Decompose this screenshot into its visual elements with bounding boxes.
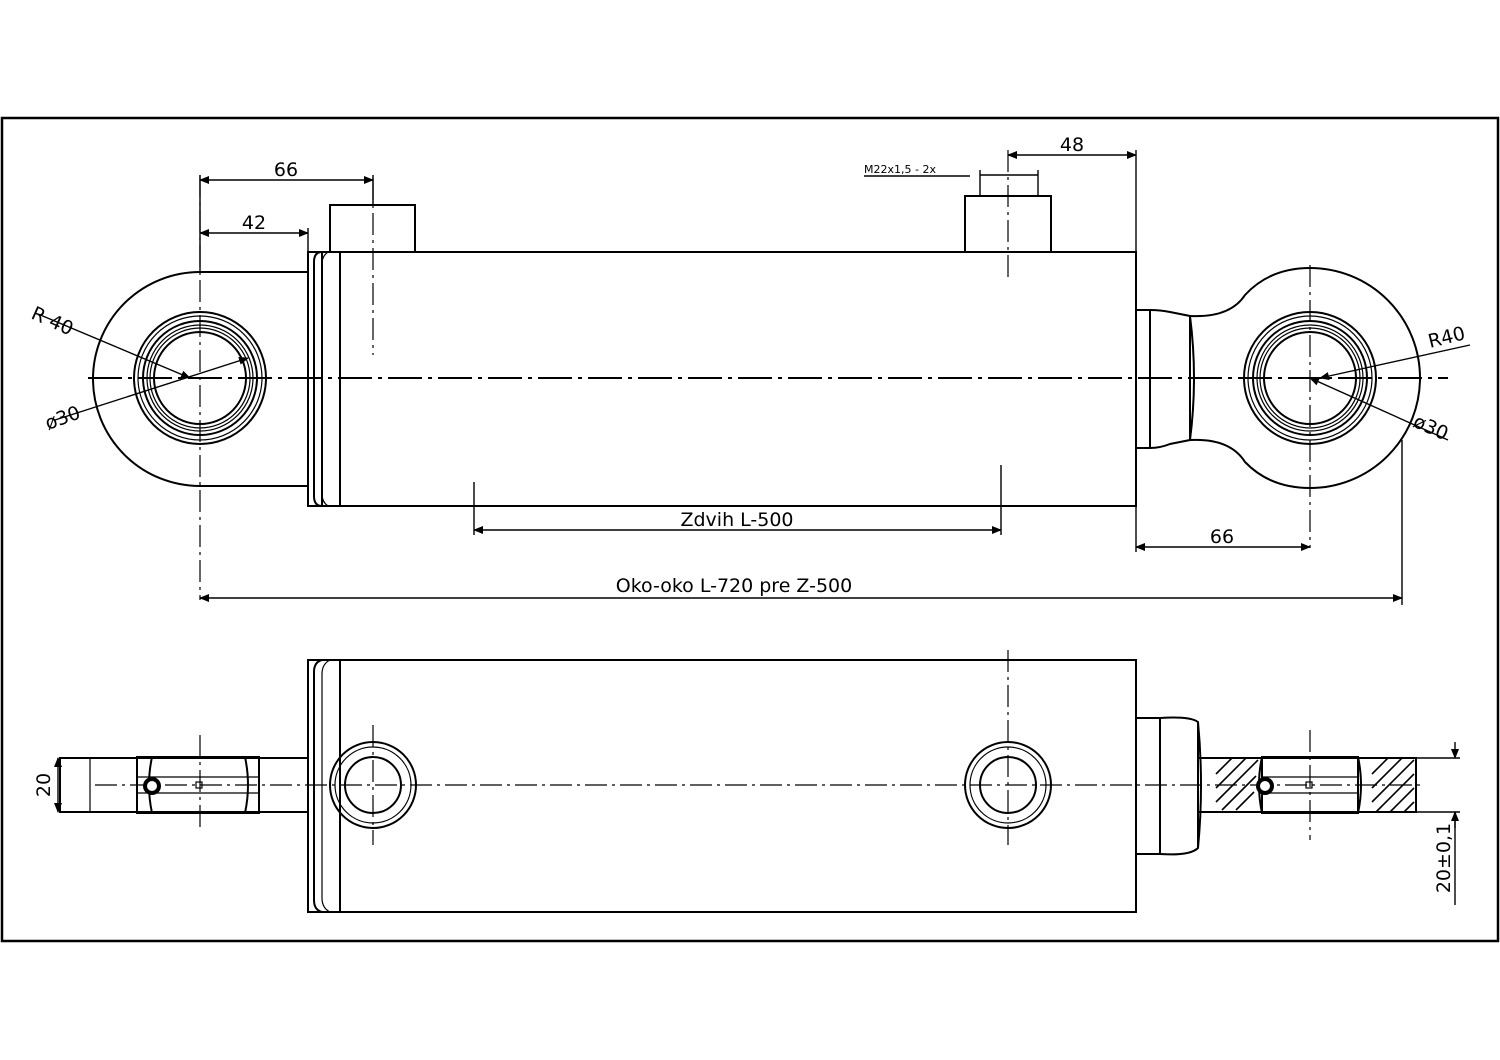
top-view: 66 42 48 M22x1,5 - 2x R 40 ø30 (28, 134, 1471, 605)
dim-stroke: Zdvih L-500 (473, 465, 1002, 535)
dim-66-rod: 66 (1135, 506, 1311, 552)
dim-20-right: 20±0,1 (1416, 742, 1460, 905)
section-hatch-right (1371, 757, 1415, 813)
dim-66-label: 66 (274, 159, 298, 181)
left-eye-side (59, 735, 309, 830)
dim-20-tol-label: 20±0,1 (1433, 823, 1455, 893)
dim-20-label: 20 (33, 773, 55, 797)
right-bore-label: ø30 (1410, 410, 1452, 445)
left-radius-label: R 40 (28, 302, 77, 340)
right-eye-side (1215, 730, 1415, 840)
dim-42-label: 42 (242, 212, 266, 234)
left-eye-outline (92, 271, 201, 487)
barrel-side (339, 659, 1137, 913)
port-right-side (964, 650, 1052, 845)
dim-66-rod-label: 66 (1210, 526, 1234, 548)
cylinder-barrel (339, 251, 1137, 507)
dim-48-label: 48 (1060, 134, 1084, 156)
dim-42: 42 (199, 212, 309, 252)
right-eye-outline (1309, 267, 1421, 489)
eye-to-eye-label: Oko-oko L-720 pre Z-500 (616, 575, 852, 597)
thread-callout: M22x1,5 - 2x (864, 163, 970, 177)
left-bore-label: ø30 (42, 402, 83, 435)
port-left-side (329, 725, 417, 845)
section-hatch-left (1215, 757, 1259, 811)
right-leaders: R40 ø30 (1309, 322, 1471, 445)
thread-label: M22x1,5 - 2x (864, 163, 936, 176)
dim-66-top: 66 (199, 159, 374, 272)
bottom-view: 20 (33, 650, 1460, 913)
right-eye (1243, 265, 1377, 548)
dim-eye-to-eye: Oko-oko L-720 pre Z-500 (199, 440, 1403, 605)
left-leaders: R 40 ø30 (28, 302, 249, 435)
right-radius-label: R40 (1426, 322, 1468, 352)
piston-rod (1136, 267, 1421, 489)
stroke-label: Zdvih L-500 (680, 509, 793, 531)
drawing-frame (0, 116, 1500, 943)
left-bearing-outer (133, 311, 267, 445)
dim-48: 48 (1007, 134, 1137, 252)
dim-20-left: 20 (33, 757, 62, 813)
